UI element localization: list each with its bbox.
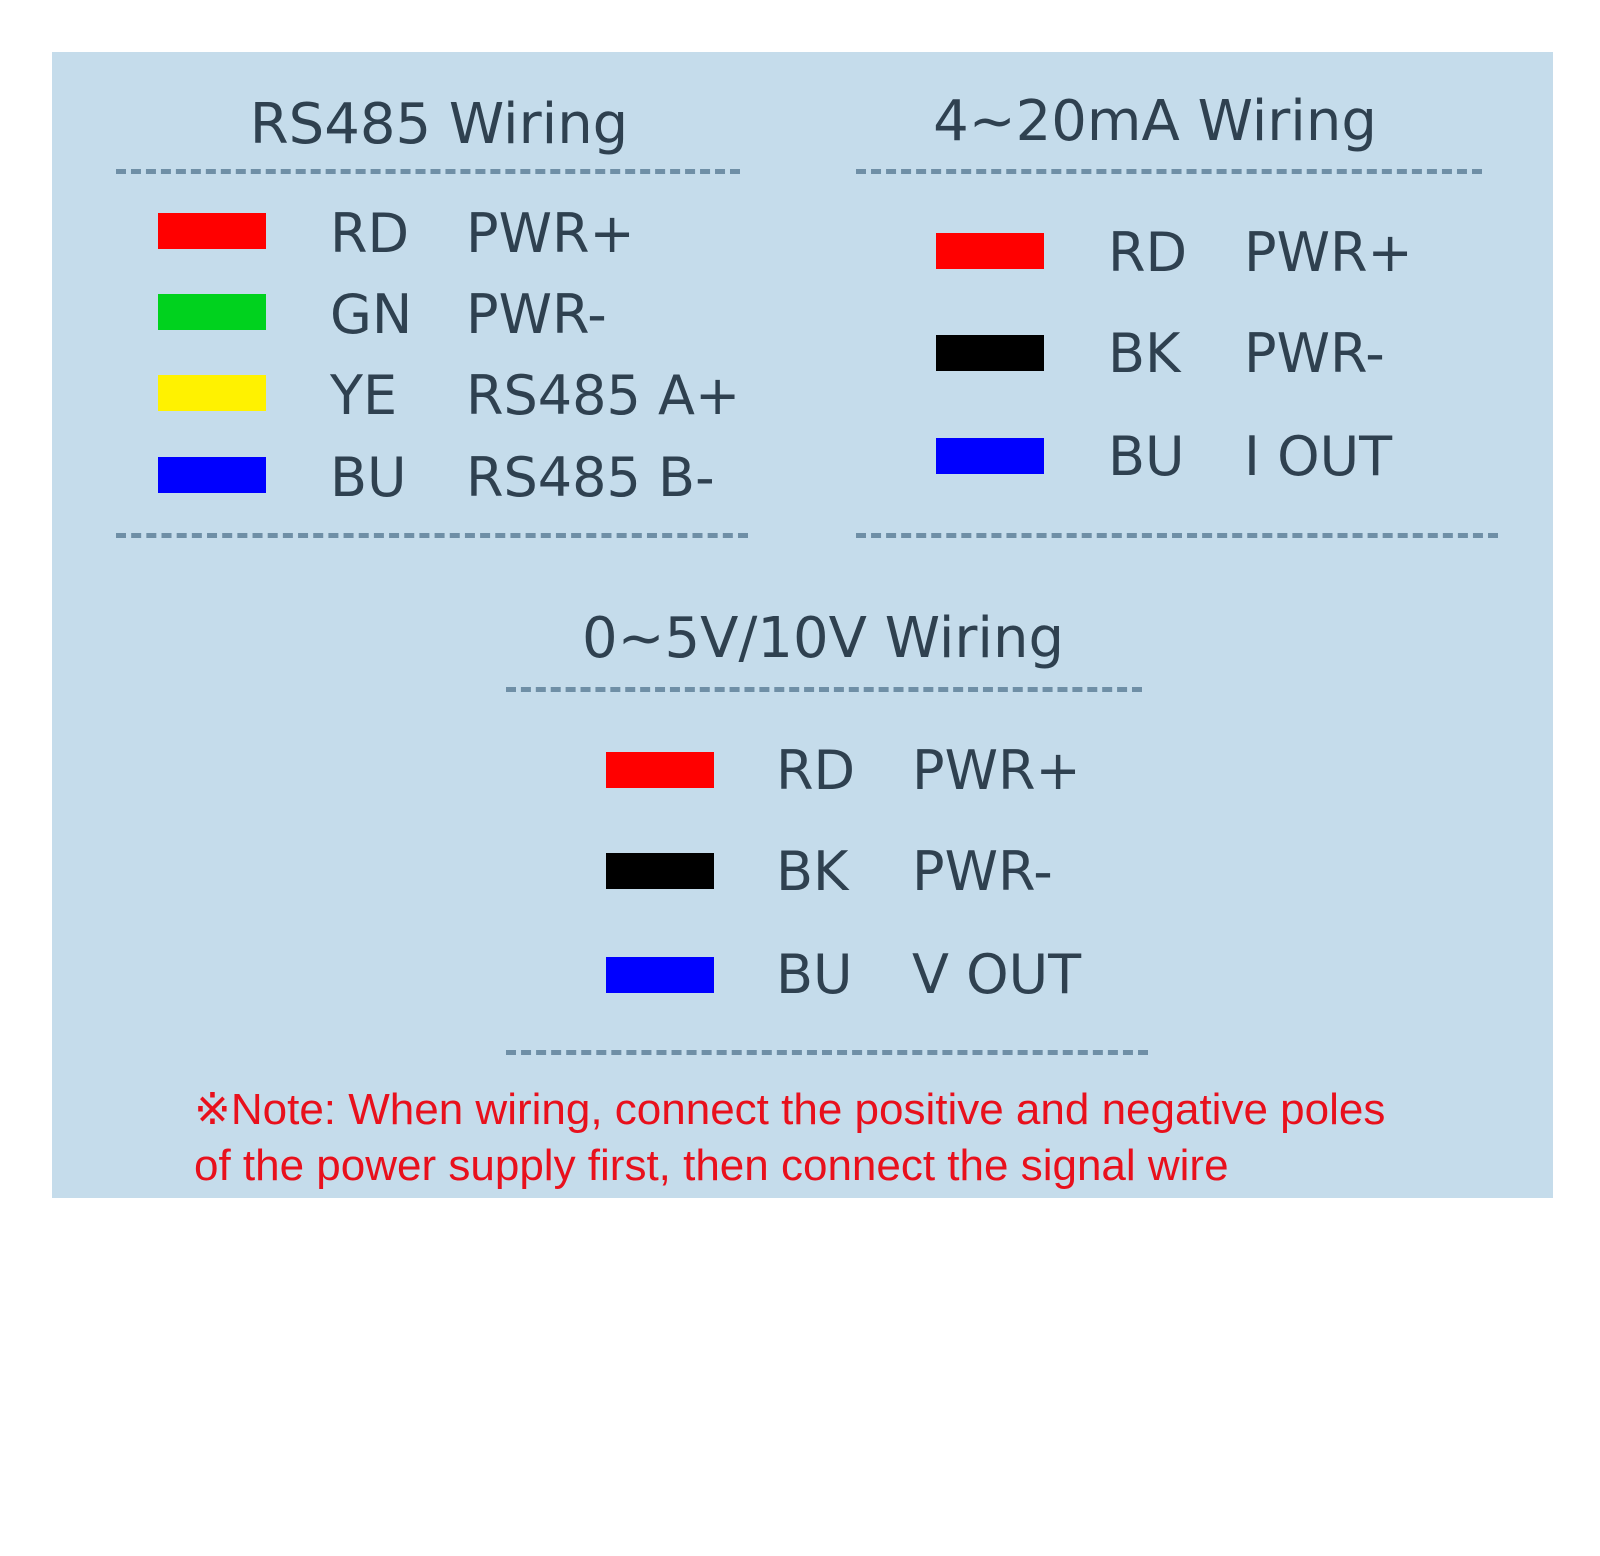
wiring-note: ※Note: When wiring, connect the positive… [194,1082,1514,1194]
wire-code: GN [330,283,413,346]
section-title-voltage: 0~5V/10V Wiring [581,606,1065,671]
wire-function: PWR- [1244,322,1385,385]
wire-color-swatch [936,233,1044,269]
wire-function: I OUT [1244,425,1393,488]
wire-color-swatch [158,213,266,249]
wire-function: PWR+ [1244,221,1413,284]
wire-code: RD [1108,221,1188,284]
wire-code: RD [330,202,410,265]
divider-bottom-voltage [506,1050,1148,1055]
wire-function: V OUT [912,943,1082,1006]
wire-code: BU [1108,425,1185,488]
wire-code: BU [330,446,407,509]
divider-top-voltage [506,687,1142,692]
wire-code: BK [776,840,849,903]
wire-color-swatch [158,457,266,493]
wire-code: YE [330,364,398,427]
note-line-2: of the power supply first, then connect … [194,1141,1229,1190]
wire-code: RD [776,739,856,802]
wire-function: PWR+ [912,739,1081,802]
wire-color-swatch [606,957,714,993]
section-title-rs485: RS485 Wiring [249,92,629,157]
divider-top-rs485 [116,169,740,174]
note-line-1: ※Note: When wiring, connect the positive… [194,1085,1386,1134]
wire-function: PWR+ [466,202,635,265]
wire-function: PWR- [466,283,607,346]
wire-color-swatch [606,752,714,788]
wire-function: RS485 A+ [466,364,741,427]
wire-function: RS485 B- [466,446,715,509]
wire-function: PWR- [912,840,1053,903]
wire-code: BU [776,943,853,1006]
section-title-current: 4~20mA Wiring [933,89,1377,154]
wire-color-swatch [158,375,266,411]
divider-bottom-rs485 [116,533,748,538]
wire-color-swatch [936,438,1044,474]
wiring-panel: RS485 Wiring RD PWR+ GN PWR- YE RS485 A+… [52,52,1553,1198]
divider-top-current [856,169,1482,174]
wire-color-swatch [606,853,714,889]
wire-code: BK [1108,322,1181,385]
wire-color-swatch [936,335,1044,371]
divider-bottom-current [856,533,1498,538]
wire-color-swatch [158,294,266,330]
